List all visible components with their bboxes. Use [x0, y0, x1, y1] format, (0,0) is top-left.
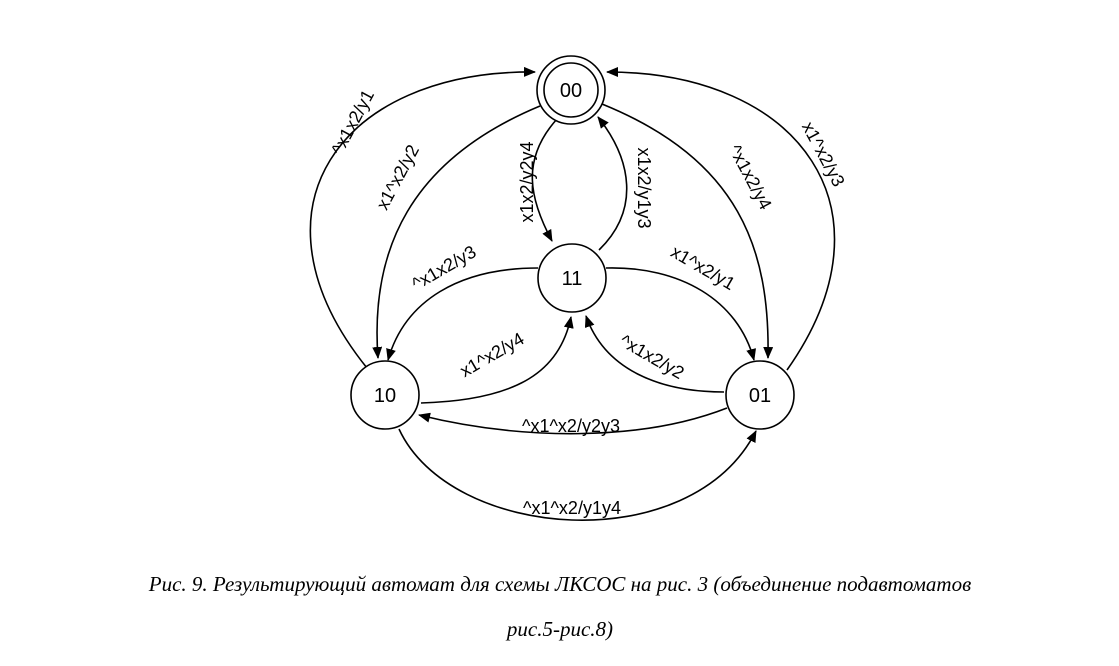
state-node-01: 01 [725, 360, 795, 430]
transition-label-t12: ^x1^x2/y1y4 [523, 498, 621, 518]
state-label-11: 11 [562, 268, 583, 290]
transition-arrow-t2 [372, 105, 541, 359]
transition-label-t9: x1^x2/y4 [456, 329, 527, 382]
transition-label-t11: ^x1^x2/y2y3 [522, 416, 620, 436]
state-node-00: 00 [536, 55, 606, 125]
figure-caption-line2: рис.5-рис.8) [506, 617, 614, 641]
transition-arrow-t10 [584, 315, 725, 393]
transition-label-t1: ^x1x2/y1 [327, 86, 378, 158]
transition-label-t6: x1^x2/y3 [798, 118, 849, 190]
transition-arrow-t1 [309, 66, 536, 369]
transition-label-t2: x1^x2/y2 [372, 141, 423, 213]
state-node-11: 11 [537, 243, 607, 313]
transition-label-t8: x1^x2/y1 [667, 242, 738, 295]
transition-label-t10: ^x1x2/y2 [616, 331, 687, 384]
state-label-01: 01 [749, 385, 771, 407]
state-diagram: ^x1x2/y1 x1^x2/y2 x1x2/y2y4 x1x2/y1y3 ^x… [309, 55, 849, 521]
transition-arrow-t7 [386, 267, 539, 361]
transition-arrow-t5 [601, 103, 774, 359]
transition-arrow-t11 [418, 407, 728, 435]
state-label-10: 10 [374, 385, 396, 407]
transition-arrow-t4 [597, 116, 628, 251]
transition-arrow-t8 [605, 267, 756, 361]
transition-arrow-t9 [420, 316, 574, 404]
transition-label-t4: x1x2/y1y3 [634, 147, 654, 228]
state-label-00: 00 [560, 80, 582, 102]
figure-caption-line1: Рис. 9. Результирующий автомат для схемы… [148, 572, 972, 596]
transition-arrow-t12 [398, 428, 757, 521]
transition-arrow-t6 [606, 67, 836, 371]
state-node-10: 10 [350, 360, 420, 430]
transition-arrow-t3 [531, 118, 558, 242]
transition-label-t7: ^x1x2/y3 [408, 242, 479, 295]
transition-label-t3: x1x2/y2y4 [517, 141, 537, 222]
